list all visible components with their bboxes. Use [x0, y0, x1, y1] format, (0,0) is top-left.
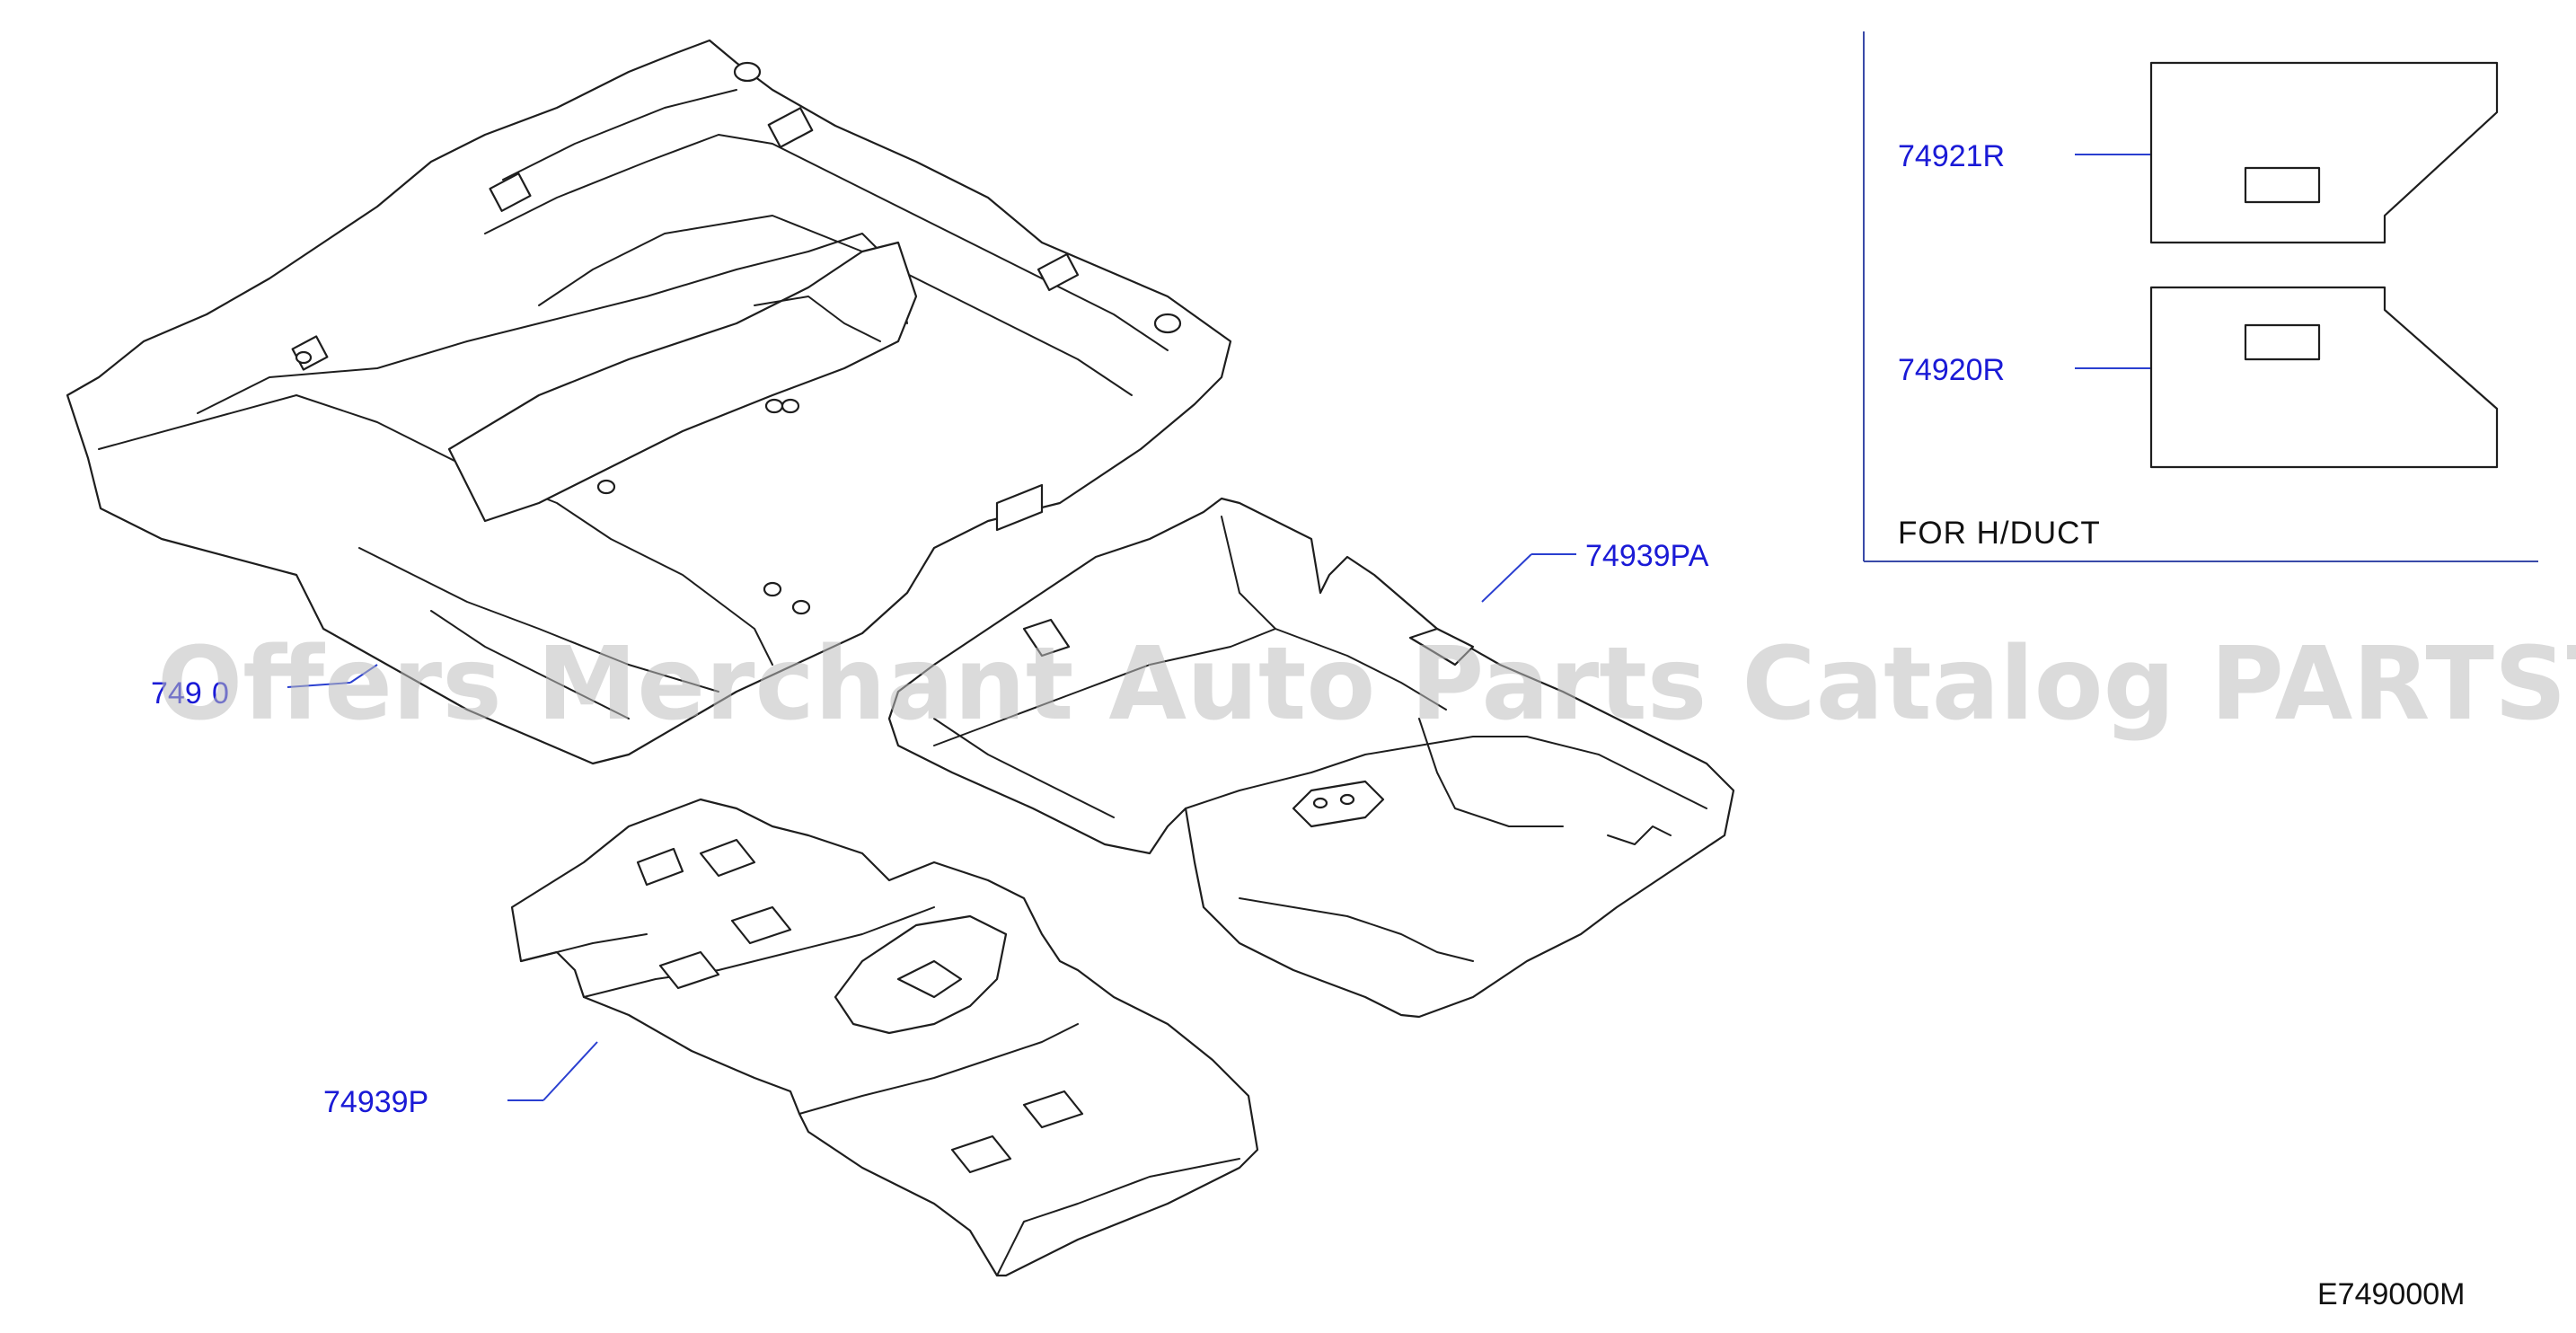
callout-insulator-left[interactable]: 74920R — [1898, 353, 2005, 387]
insulator-left-shape — [2149, 286, 2499, 469]
leader-lines — [287, 154, 2151, 1101]
callout-rear-carpet[interactable]: 74939P — [323, 1085, 428, 1119]
inset-note: FOR H/DUCT — [1898, 516, 2101, 551]
watermark: Offers Merchant Auto Parts Catalog PARTS… — [157, 626, 2576, 743]
callout-insulator-right[interactable]: 74921R — [1898, 139, 2005, 173]
insulator-right-slot — [2244, 166, 2321, 204]
insulator-right-shape — [2149, 61, 2499, 244]
insulator-left-slot — [2244, 323, 2321, 361]
front-floor-carpet[interactable] — [887, 497, 1735, 1019]
callout-main-floor: 749 — [151, 676, 202, 711]
callout-front-carpet[interactable]: 74939PA — [1585, 539, 1709, 573]
rear-floor-carpet[interactable] — [510, 798, 1259, 1277]
inset-panel — [1863, 31, 2538, 562]
diagram-code: E749000M — [2317, 1277, 2465, 1311]
callout-main-floor-partial: 0 — [212, 676, 229, 711]
main-floor-carpet[interactable] — [66, 39, 1232, 765]
